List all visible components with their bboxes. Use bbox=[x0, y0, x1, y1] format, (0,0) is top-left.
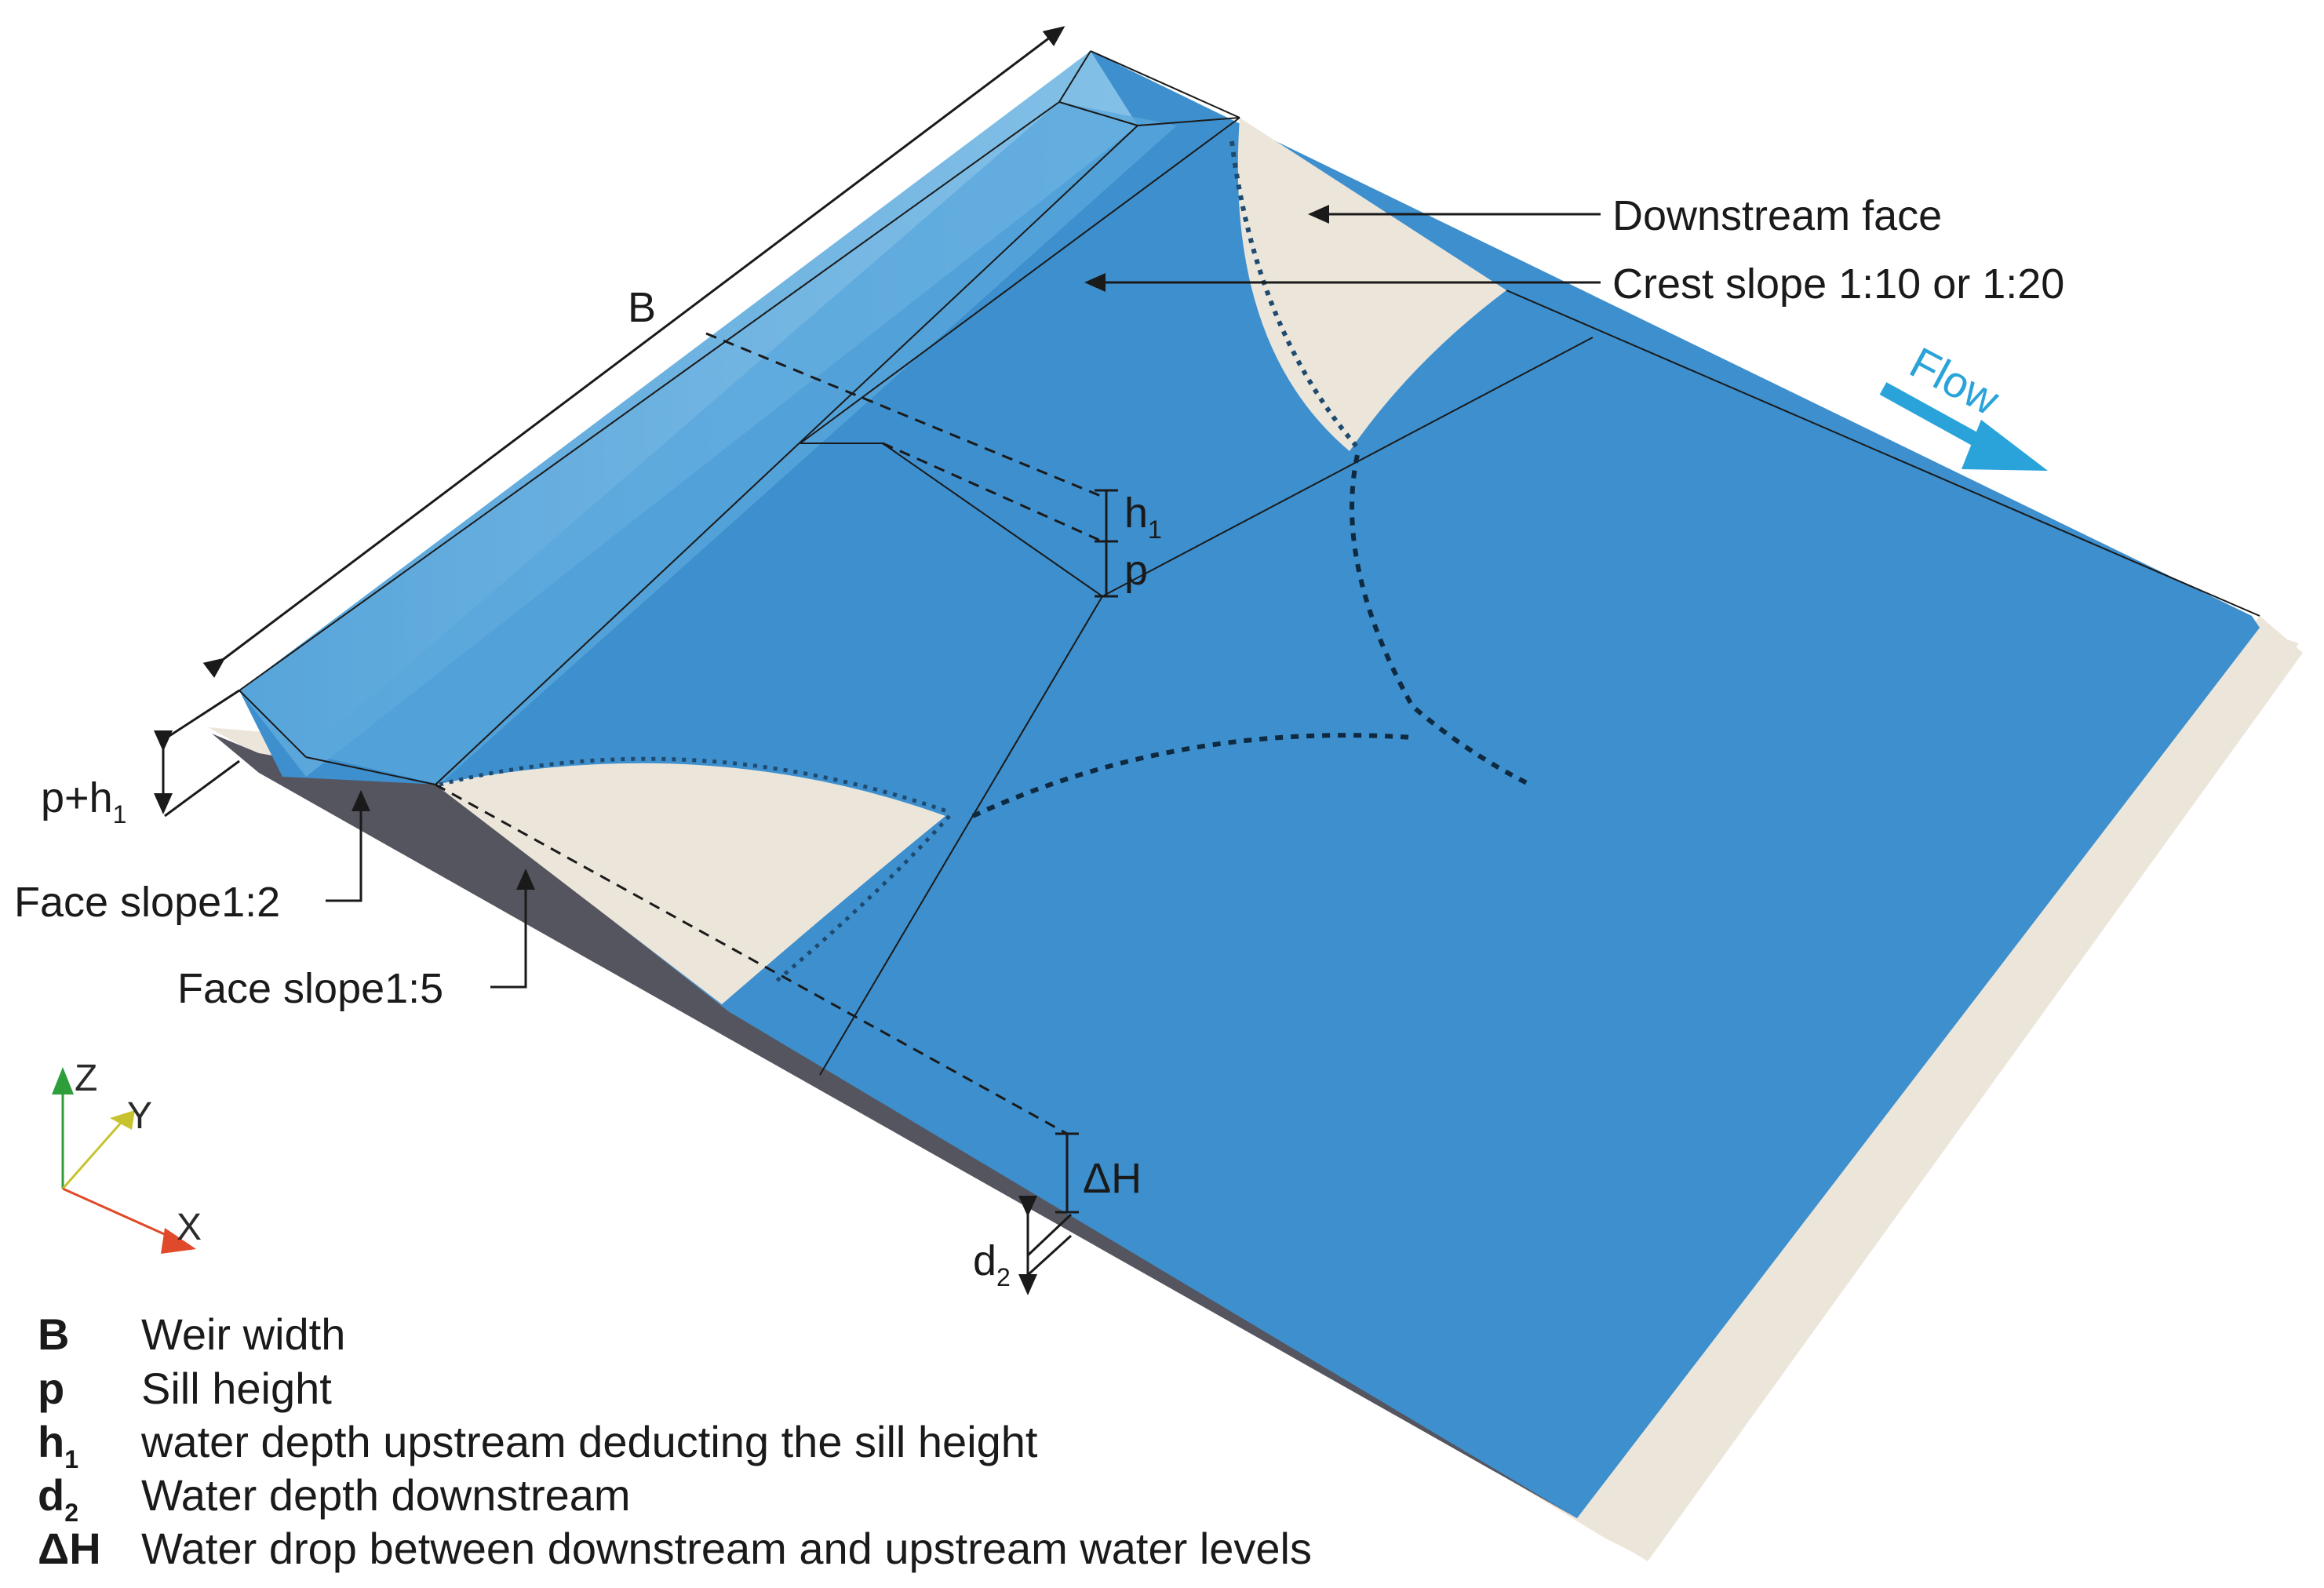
downstream-dashed-line bbox=[435, 783, 1068, 1135]
legend-key: h1 bbox=[38, 1417, 78, 1473]
label-crest-slope: Crest slope 1:10 or 1:20 bbox=[1612, 260, 2064, 308]
legend-text: Water drop between downstream and upstre… bbox=[141, 1524, 1312, 1573]
legend-entry-d2: d2 Water depth downstream bbox=[38, 1470, 631, 1527]
downstream-face-top bbox=[1237, 118, 1506, 451]
axis-z-label: Z bbox=[75, 1058, 97, 1099]
face-slope-12-leader bbox=[326, 790, 370, 902]
legend-key: d2 bbox=[38, 1470, 78, 1527]
label-delta-h: ΔH bbox=[1083, 1155, 1142, 1202]
legend-entry-delta-h: ΔH Water drop between downstream and ups… bbox=[38, 1524, 1312, 1573]
legend: B Weir width p Sill height h1 water dept… bbox=[38, 1309, 1312, 1573]
jump-fringe bbox=[439, 140, 1532, 982]
label-h1: h1 bbox=[1124, 490, 1162, 544]
dimension-b-line bbox=[202, 26, 1065, 679]
axis-x-arrow bbox=[161, 1228, 196, 1254]
flow-arrowhead bbox=[1962, 420, 2048, 471]
label-face-slope-15: Face slope1:5 bbox=[177, 965, 443, 1012]
legend-key: B bbox=[38, 1309, 69, 1359]
legend-text: water depth upstream deducting the sill … bbox=[140, 1417, 1038, 1466]
axis-y-label: Y bbox=[127, 1095, 152, 1137]
axis-x-line bbox=[62, 1187, 177, 1241]
legend-key: p bbox=[38, 1364, 64, 1413]
label-face-slope-12: Face slope1:2 bbox=[14, 879, 280, 926]
label-p-h1: p+h1 bbox=[41, 774, 126, 829]
axis-y-line bbox=[61, 1121, 123, 1189]
label-p: p bbox=[1124, 547, 1148, 594]
label-d2: d2 bbox=[973, 1237, 1011, 1291]
legend-key: ΔH bbox=[38, 1524, 101, 1573]
label-b: B bbox=[628, 284, 656, 331]
legend-entry-p: p Sill height bbox=[38, 1364, 332, 1413]
legend-text: Sill height bbox=[141, 1364, 332, 1413]
coordinate-axes: Z Y X bbox=[52, 1058, 202, 1254]
legend-entry-h1: h1 water depth upstream deducting the si… bbox=[38, 1417, 1038, 1473]
weir-side-face bbox=[212, 734, 1585, 1518]
legend-text: Water depth downstream bbox=[141, 1470, 631, 1520]
right-edge-strip bbox=[1577, 616, 2303, 1561]
axis-x-label: X bbox=[177, 1207, 202, 1248]
face-slope-15-leader bbox=[490, 869, 535, 989]
legend-text: Weir width bbox=[141, 1309, 345, 1359]
label-downstream-face: Downstream face bbox=[1612, 192, 1942, 239]
axis-z-arrow bbox=[52, 1067, 74, 1094]
downstream-face-bottom bbox=[435, 763, 945, 1004]
legend-entry-b: B Weir width bbox=[38, 1309, 345, 1359]
axis-y-arrow bbox=[110, 1110, 135, 1130]
